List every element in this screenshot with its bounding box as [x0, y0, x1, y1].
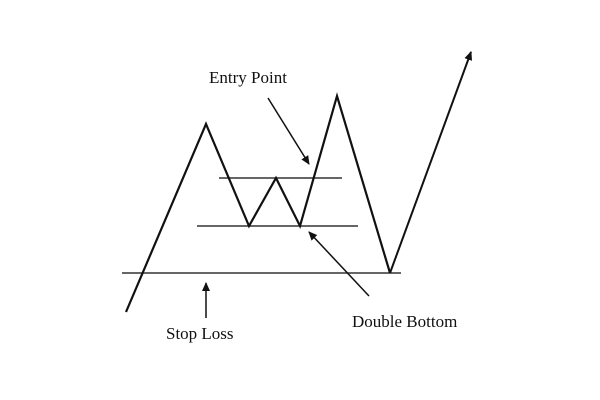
double-bottom-label: Double Bottom	[352, 312, 458, 331]
stop-loss-label: Stop Loss	[166, 324, 234, 343]
price-path	[124, 92, 392, 313]
double-bottom-arrow	[308, 231, 370, 297]
breakout-arrow	[389, 51, 473, 274]
entry-point-label: Entry Point	[209, 68, 287, 87]
entry-point-arrow	[267, 97, 310, 165]
